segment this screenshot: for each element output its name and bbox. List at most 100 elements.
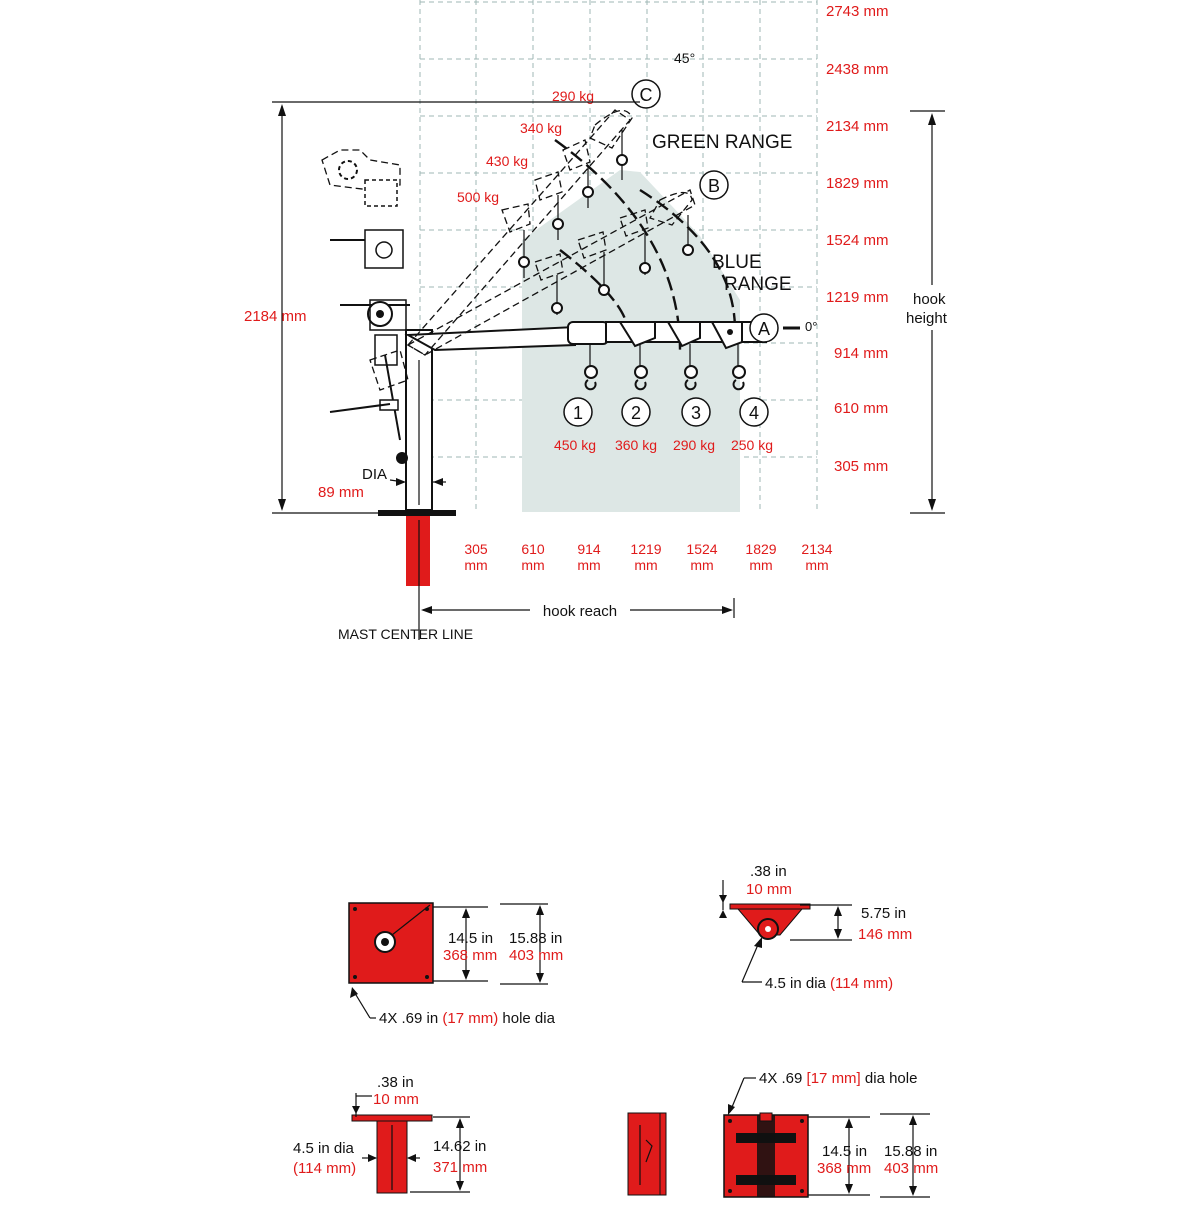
winch-assembly (329, 299, 410, 464)
hook-height-dimension: hook height (906, 110, 948, 514)
reach-tick-value: 1524 (686, 541, 717, 557)
height-tick: 1219 mm (826, 289, 889, 306)
hook-number: 1 (573, 403, 583, 423)
hole-spec-suffix: hole dia (498, 1010, 555, 1027)
side-dia-spec: 4.5 in dia (114 mm) (765, 975, 893, 992)
green-range-arc (554, 139, 682, 351)
mast-center-line-label: MAST CENTER LINE (338, 626, 473, 642)
height-tick: 2743 mm (826, 3, 889, 20)
green-range-label: GREEN RANGE (652, 132, 792, 153)
height-tick: 2134 mm (826, 118, 889, 135)
socket-side-view: .38 in 10 mm 14.62 in 371 mm 4.5 in dia … (293, 1074, 487, 1194)
mast-diameter-dimension: DIA 89 mm (318, 466, 446, 501)
reach-tick-value: 914 (577, 541, 601, 557)
hook-height-label-line2: height (906, 310, 948, 327)
reach-tick-unit: mm (634, 557, 657, 573)
reach-tick-value: 1219 (630, 541, 661, 557)
overall-height-value: 2184 mm (244, 308, 307, 325)
angle-zero-label: 0° (805, 319, 817, 334)
reach-tick-unit: mm (521, 557, 544, 573)
height-axis-labels: 2743 mm 2438 mm 2134 mm 1829 mm 1524 mm … (826, 3, 889, 475)
mast (378, 329, 456, 640)
hook-capacity: 290 kg (673, 437, 715, 453)
hook-positions: 1 2 3 4 450 kg 360 kg 290 kg 250 kg (554, 397, 773, 453)
side-dia-in: 4.5 in dia (765, 975, 830, 992)
boom-capacity-label: 500 kg (457, 189, 499, 205)
reach-tick-unit: mm (690, 557, 713, 573)
height-tick: 2438 mm (826, 61, 889, 78)
socket-dia-in: 4.5 in dia (293, 1140, 355, 1157)
wall-bracket-side-view (627, 1112, 667, 1196)
hook-capacity: 360 kg (615, 437, 657, 453)
overall-height-dimension: 2184 mm (244, 101, 640, 514)
position-c-letter: C (640, 85, 653, 105)
wall-outer-in: 15.88 in (884, 1143, 937, 1160)
reach-tick-value: 1829 (745, 541, 776, 557)
base-side-view: .38 in 10 mm 5.75 in 146 mm 4.5 in dia (… (719, 863, 912, 992)
blue-range-label-line1: BLUE (712, 252, 762, 273)
height-tick: 610 mm (834, 400, 888, 417)
reach-tick-value: 2134 (801, 541, 832, 557)
socket-depth-in: 14.62 in (433, 1138, 486, 1155)
reach-tick-value: 610 (521, 541, 545, 557)
wall-hole-mm: [17 mm] (807, 1070, 861, 1087)
hook-reach-label: hook reach (543, 603, 617, 620)
side-height-mm: 146 mm (858, 926, 912, 943)
hook-capacity: 450 kg (554, 437, 596, 453)
height-tick: 1829 mm (826, 175, 889, 192)
height-tick: 914 mm (834, 345, 888, 362)
hole-spec-mm: (17 mm) (442, 1010, 498, 1027)
wall-hole-prefix: 4X .69 (759, 1070, 807, 1087)
boom-capacity-label: 290 kg (552, 88, 594, 104)
hook-reach-dimension: hook reach (421, 598, 735, 620)
socket-depth-mm: 371 mm (433, 1159, 487, 1176)
angle-45-label: 45° (674, 50, 695, 66)
socket-thickness-in: .38 in (377, 1074, 414, 1091)
boom-capacity-label: 430 kg (486, 153, 528, 169)
reach-tick-value: 305 (464, 541, 488, 557)
position-b-marker: B (699, 170, 729, 200)
hook-number: 3 (691, 403, 701, 423)
wall-hole-spec: 4X .69 [17 mm] dia hole (759, 1070, 917, 1087)
position-b-letter: B (708, 176, 720, 196)
wall-inner-mm: 368 mm (817, 1160, 871, 1177)
hole-spec: 4X .69 in (17 mm) hole dia (379, 1010, 556, 1027)
inner-width-mm: 368 mm (443, 947, 497, 964)
dia-label: DIA (362, 466, 387, 483)
boom-capacity-label: 340 kg (520, 120, 562, 136)
wall-inner-in: 14.5 in (822, 1143, 867, 1160)
reach-tick-unit: mm (464, 557, 487, 573)
inner-width-in: 14.5 in (448, 930, 493, 947)
wall-outer-mm: 403 mm (884, 1160, 938, 1177)
socket-dia-mm: (114 mm) (293, 1160, 356, 1177)
height-tick: 305 mm (834, 458, 888, 475)
side-dia-mm: (114 mm) (830, 975, 893, 992)
position-c-marker: C (631, 79, 661, 109)
wall-plate-front-view: 4X .69 [17 mm] dia hole 14.5 in 368 mm 1… (723, 1070, 938, 1198)
outer-width-mm: 403 mm (509, 947, 563, 964)
outer-width-in: 15.88 in (509, 930, 562, 947)
blue-range-label-line2: RANGE (724, 274, 792, 295)
height-tick: 1524 mm (826, 232, 889, 249)
position-a-marker: A 0° (749, 313, 817, 343)
reach-tick-unit: mm (577, 557, 600, 573)
hook-capacity: 250 kg (731, 437, 773, 453)
hook-number: 4 (749, 403, 759, 423)
position-a-letter: A (758, 319, 770, 339)
socket-thickness-mm: 10 mm (373, 1091, 419, 1108)
reach-tick-unit: mm (749, 557, 772, 573)
boom-22-deg (406, 189, 696, 356)
wall-hole-suffix: dia hole (861, 1070, 918, 1087)
dia-value: 89 mm (318, 484, 364, 501)
blue-range-arc (639, 188, 737, 331)
side-thickness-in: .38 in (750, 863, 787, 880)
side-height-in: 5.75 in (861, 905, 906, 922)
hook-number: 2 (631, 403, 641, 423)
side-thickness-mm: 10 mm (746, 881, 792, 898)
winch-detail-icons (321, 149, 404, 269)
reach-axis-labels: 305 mm 610 mm 914 mm 1219 mm 1524 mm 182… (464, 541, 832, 573)
boom-horizontal (404, 321, 767, 391)
hook-height-label-line1: hook (913, 291, 946, 308)
